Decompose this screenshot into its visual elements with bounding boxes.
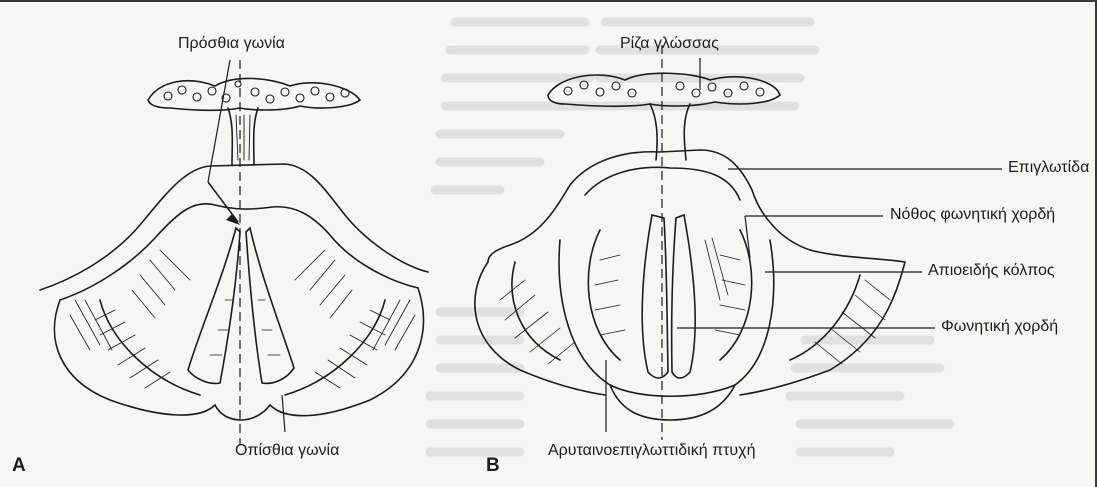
figure-canvas: Πρόσθια γωνία Οπίσθια γωνία A Ρίζα γλώσσ… — [0, 0, 1097, 487]
page-frame — [0, 0, 1097, 487]
